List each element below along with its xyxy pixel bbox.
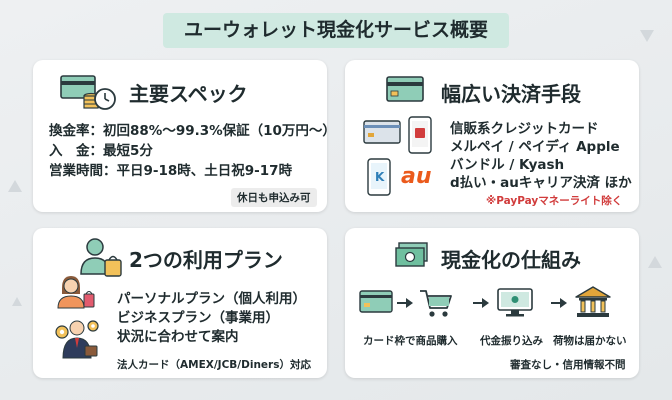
- step-no-delivery: 荷物は届かない: [553, 335, 627, 347]
- user-shopping-icon: [80, 238, 122, 277]
- credit-card-icon: [386, 76, 424, 102]
- flow-card-icon: [359, 290, 393, 313]
- phone-pay-icon: [408, 116, 432, 154]
- au-logo: au: [401, 164, 432, 189]
- plan-line-personal: パーソナルプラン（個人利用）: [117, 291, 306, 307]
- plans-title: 2つの利用プラン: [129, 248, 283, 272]
- business-man-gear-icon: [55, 320, 99, 359]
- mechanism-card: 現金化の仕組み カード枠で商品購入 代金振り込み 荷物は届か: [345, 228, 639, 378]
- spec-line-hours: 営業時間：平日9-18時、土日祝9-17時: [49, 163, 293, 179]
- flow-arrow-icon: [473, 298, 489, 308]
- holiday-tag: 休日も申込み可: [231, 188, 317, 207]
- page-title: ユーウォレット現金化サービス概要: [163, 13, 509, 48]
- background-triangle: [640, 30, 654, 42]
- payment-line-carrier: d払い・auキャリア決済 ほか: [450, 175, 632, 191]
- shopping-cart-icon: [420, 290, 452, 317]
- mechanism-title: 現金化の仕組み: [441, 248, 581, 272]
- background-triangle: [648, 256, 662, 268]
- specs-title: 主要スペック: [129, 82, 248, 106]
- plan-line-business: ビジネスプラン（事業用）: [117, 310, 279, 326]
- monitor-transfer-icon: [497, 288, 533, 317]
- paypay-note: ※PayPayマネーライト除く: [486, 195, 623, 207]
- woman-shopping-icon: [57, 276, 95, 309]
- payment-line-merpay: メルペイ / ペイディ Apple: [450, 139, 620, 155]
- plan-line-guide: 状況に合わせて案内: [117, 329, 239, 345]
- cash-bill-icon: [395, 242, 428, 267]
- step-purchase: カード枠で商品購入: [363, 335, 458, 347]
- corporate-card-note: 法人カード（AMEX/JCB/Diners）対応: [117, 359, 311, 371]
- payments-card: 幅広い決済手段 K au 信販系クレジットカード メルペイ / ペイディ App…: [345, 60, 639, 212]
- step-transfer: 代金振り込み: [480, 335, 543, 347]
- no-screening-note: 審査なし・信用情報不問: [510, 359, 626, 371]
- flow-arrow-icon: [397, 298, 413, 308]
- background-triangle: [12, 297, 22, 306]
- payment-line-bandle: バンドル / Kyash: [450, 157, 565, 173]
- cards-icon: [363, 120, 401, 144]
- specs-card: 主要スペック 換金率：初回88%～99.3%保証（10万円～） 入 金：最短5分…: [33, 60, 336, 212]
- kyash-letter: K: [375, 170, 385, 184]
- bank-icon: [575, 286, 611, 317]
- card-coins-clock-icon: [60, 75, 116, 110]
- kyash-phone-icon: [367, 158, 391, 196]
- background-triangle: [8, 180, 22, 192]
- spec-line-rate: 換金率：初回88%～99.3%保証（10万円～）: [49, 123, 336, 139]
- spec-line-deposit: 入 金：最短5分: [49, 143, 153, 159]
- plans-card: 2つの利用プラン パーソナルプラン（個人利用） ビジネスプラン（事業用） 状況に…: [33, 228, 327, 378]
- flow-arrow-icon: [551, 298, 567, 308]
- payments-title: 幅広い決済手段: [441, 82, 581, 106]
- payment-line-credit: 信販系クレジットカード: [450, 121, 599, 137]
